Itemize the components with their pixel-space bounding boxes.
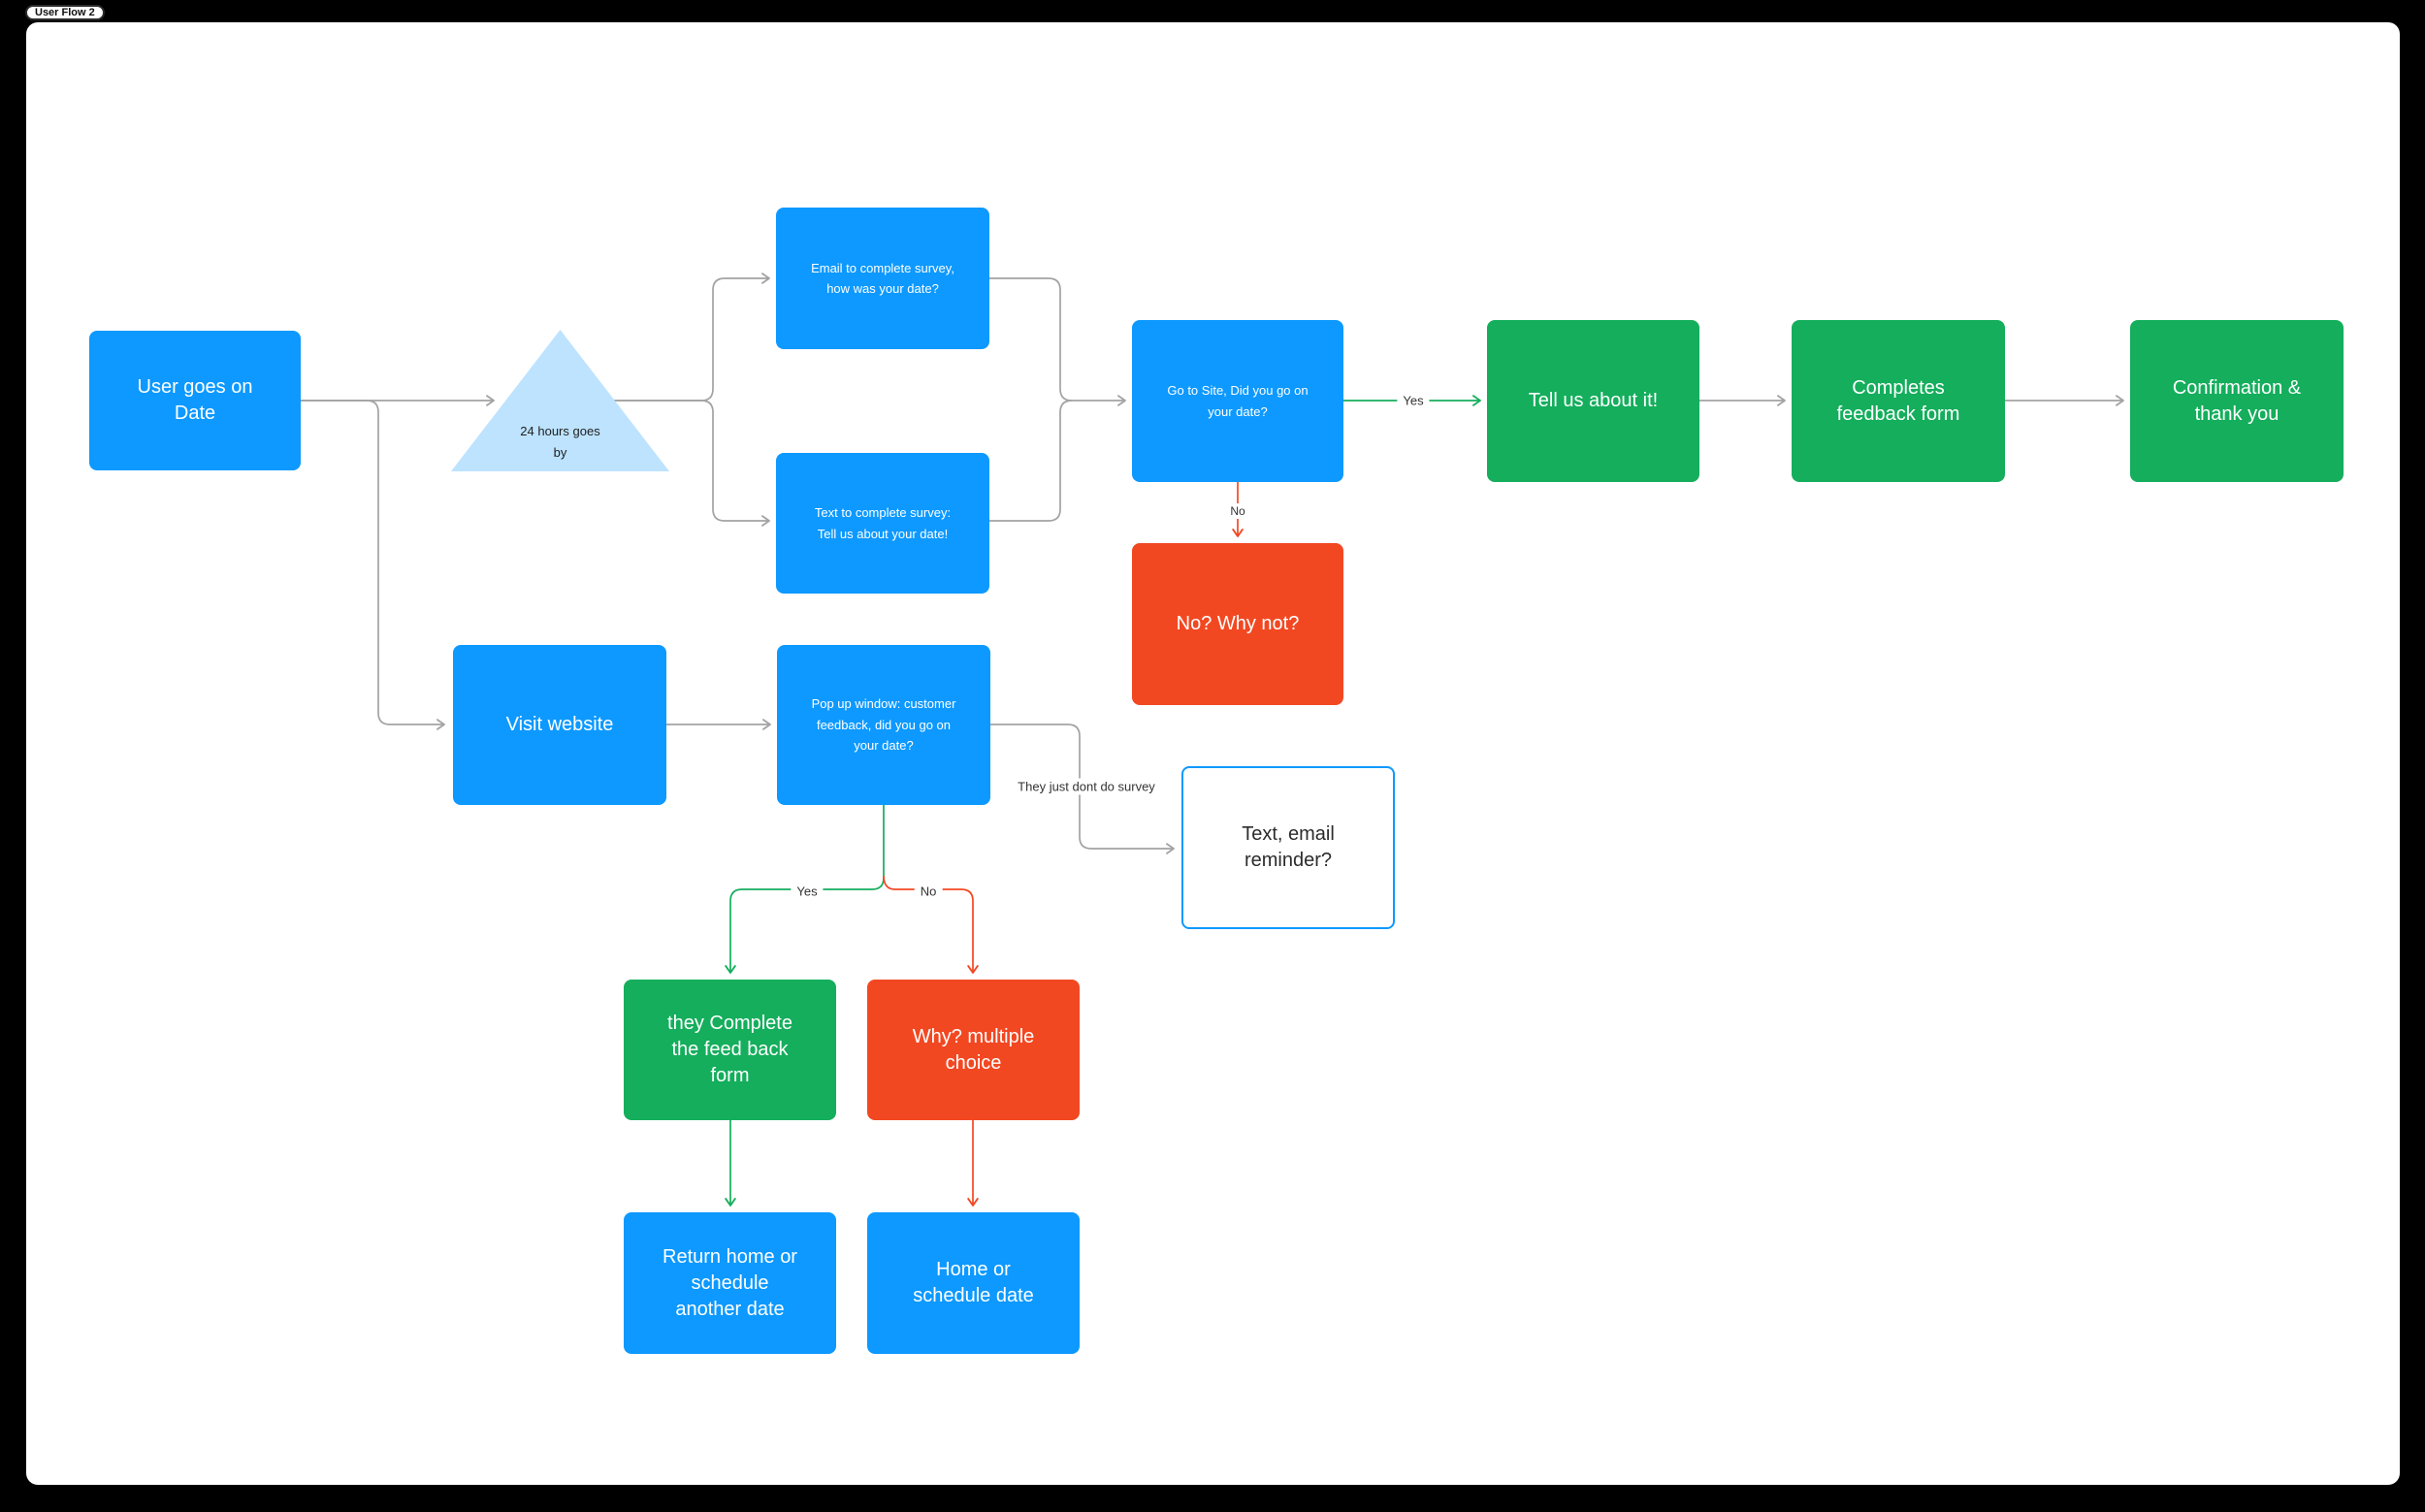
node-label: Email to complete survey, how was your d… [811, 260, 954, 296]
edge-email-to-go-to-site[interactable] [989, 277, 1126, 406]
node-label: Confirmation & thank you [2172, 376, 2302, 425]
node-why-multiple-choice[interactable]: Why? multiple choice [867, 980, 1080, 1120]
node-label: Completes feedback form [1836, 376, 1960, 425]
node-label: No? Why not? [1176, 613, 1300, 634]
node-label: they Complete the feed back form [667, 1013, 792, 1086]
node-label: Tell us about it! [1528, 390, 1659, 411]
node-popup-window[interactable]: Pop up window: customer feedback, did yo… [777, 645, 990, 805]
edge-label-no-go-to-site[interactable]: No [1226, 503, 1249, 519]
node-home-or-schedule[interactable]: Home or schedule date [867, 1212, 1080, 1354]
node-go-to-site[interactable]: Go to Site, Did you go on your date? [1132, 320, 1343, 482]
edge-label-no-popup[interactable]: No [914, 883, 943, 900]
edge-popup-no[interactable] [883, 875, 979, 974]
node-label: Home or schedule date [913, 1259, 1034, 1306]
node-label: Return home or schedule another date [663, 1245, 797, 1320]
frame-title-tab[interactable]: User Flow 2 [25, 5, 105, 20]
edge-label-yes-go-to-site[interactable]: Yes [1397, 392, 1430, 409]
node-completes-feedback-form[interactable]: Completes feedback form [1792, 320, 2005, 482]
edge-24hours-to-text-survey[interactable] [614, 400, 770, 527]
node-confirmation-thank-you[interactable]: Confirmation & thank you [2130, 320, 2344, 482]
node-return-home[interactable]: Return home or schedule another date [624, 1212, 836, 1354]
node-label: Pop up window: customer feedback, did yo… [811, 696, 956, 754]
node-label: Why? multiple choice [912, 1025, 1035, 1074]
node-label: 24 hours goes by [520, 424, 600, 460]
edge-text-to-go-to-site[interactable] [989, 400, 1073, 522]
node-text-email-reminder[interactable]: Text, email reminder? [1181, 766, 1395, 929]
node-label: Visit website [505, 714, 614, 735]
node-label: Text to complete survey: Tell us about y… [814, 505, 952, 541]
edge-user-to-visit-website[interactable] [301, 400, 445, 730]
edge-24hours-to-email-survey[interactable] [614, 273, 770, 402]
node-label: Text, email reminder? [1242, 823, 1335, 871]
node-they-complete-feedback[interactable]: they Complete the feed back form [624, 980, 836, 1120]
node-email-survey[interactable]: Email to complete survey, how was your d… [776, 208, 989, 349]
edge-label-they-dont-do-survey[interactable]: They just dont do survey [1012, 778, 1161, 795]
node-label: Go to Site, Did you go on your date? [1167, 383, 1309, 419]
node-tell-us-about-it[interactable]: Tell us about it! [1487, 320, 1699, 482]
node-text-survey[interactable]: Text to complete survey: Tell us about y… [776, 453, 989, 594]
node-no-why-not[interactable]: No? Why not? [1132, 543, 1343, 705]
canvas-frame[interactable] [26, 22, 2400, 1485]
node-user-goes-on-date[interactable]: User goes on Date [89, 331, 301, 470]
edge-label-yes-popup[interactable]: Yes [791, 883, 824, 900]
node-label: User goes on Date [137, 376, 253, 424]
node-visit-website[interactable]: Visit website [453, 645, 666, 805]
